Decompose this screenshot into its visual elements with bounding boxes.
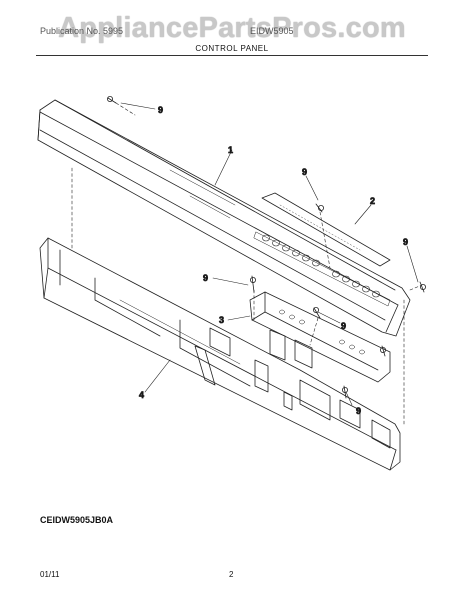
callout-overlay: 2	[370, 196, 375, 206]
screw-lower-right	[379, 345, 386, 357]
watermark: AppliancePartsPros.com	[58, 12, 406, 44]
console-buttons	[253, 231, 391, 307]
screw-bottom-right	[341, 385, 348, 399]
callout-control-board: 3	[219, 315, 224, 325]
screw-center	[249, 275, 256, 293]
console-part	[37, 99, 411, 337]
callout-screw-mid-right: 9	[341, 321, 346, 331]
model-header: EIDW5905	[250, 26, 294, 36]
callout-screw-center: 9	[203, 273, 208, 283]
callout-screw-top-left: 9	[158, 105, 163, 115]
assembly-lines	[71, 102, 423, 426]
callout-screw-right: 9	[403, 237, 408, 247]
footer-date: 01/11	[40, 570, 60, 579]
callout-screw-top-right: 9	[302, 167, 307, 177]
screw-top-right	[315, 203, 324, 213]
page-number: 2	[229, 570, 234, 579]
support-panel-part	[39, 237, 401, 471]
section-title: CONTROL PANEL	[195, 44, 269, 53]
header-rule	[36, 55, 428, 56]
overlay-part	[261, 192, 391, 267]
callout-screw-lower-right: 9	[356, 406, 361, 416]
callout-console: 1	[228, 145, 233, 155]
leader-lines	[120, 102, 419, 406]
callout-support-panel: 4	[139, 390, 144, 400]
screw-right	[419, 281, 426, 293]
control-board-part	[249, 291, 391, 383]
publication-number: Publication No. 5995	[40, 26, 124, 36]
screw-top-left	[107, 96, 117, 104]
model-code: CEIDW5905JB0A	[40, 515, 114, 525]
screw-mid-right	[312, 306, 321, 319]
